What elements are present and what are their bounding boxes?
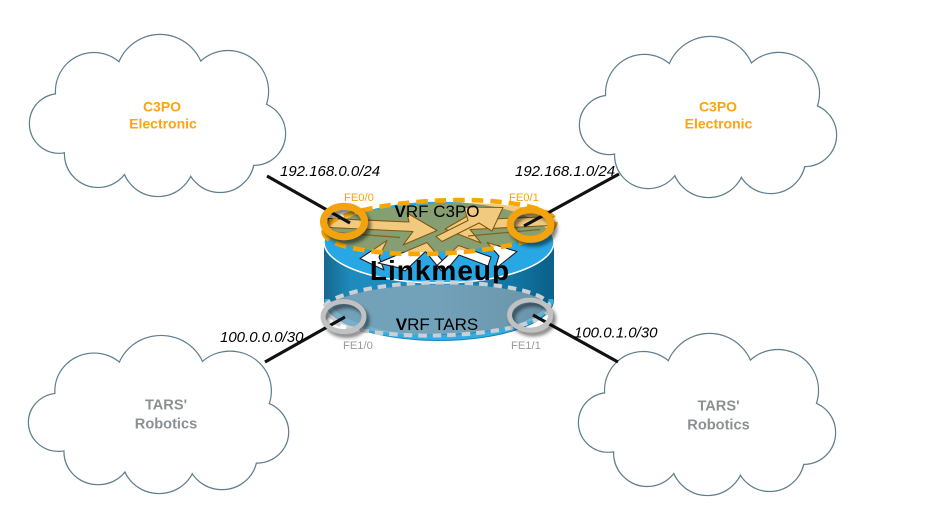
svg-text:100.0.0.0/30: 100.0.0.0/30	[220, 329, 304, 346]
svg-text:192.168.0.0/24: 192.168.0.0/24	[280, 163, 380, 180]
svg-text:C3PO: C3PO	[143, 99, 181, 115]
svg-text:TARS': TARS'	[697, 399, 739, 415]
svg-text:FE1/0: FE1/0	[343, 340, 373, 352]
svg-text:FE0/1: FE0/1	[509, 192, 539, 204]
svg-text:Electronic: Electronic	[685, 116, 753, 132]
svg-text:Robotics: Robotics	[135, 417, 197, 433]
svg-text:FE0/0: FE0/0	[344, 192, 374, 204]
svg-text:TARS': TARS'	[145, 398, 187, 414]
svg-text:192.168.1.0/24: 192.168.1.0/24	[515, 163, 615, 180]
svg-text:100.0.1.0/30: 100.0.1.0/30	[574, 325, 658, 342]
svg-text:VRF C3PO: VRF C3PO	[394, 202, 479, 221]
svg-text:Robotics: Robotics	[687, 418, 749, 434]
svg-text:Electronic: Electronic	[129, 116, 197, 132]
svg-text:C3PO: C3PO	[699, 99, 737, 115]
svg-text:FE1/1: FE1/1	[511, 340, 541, 352]
svg-text:VRF TARS: VRF TARS	[396, 315, 479, 334]
